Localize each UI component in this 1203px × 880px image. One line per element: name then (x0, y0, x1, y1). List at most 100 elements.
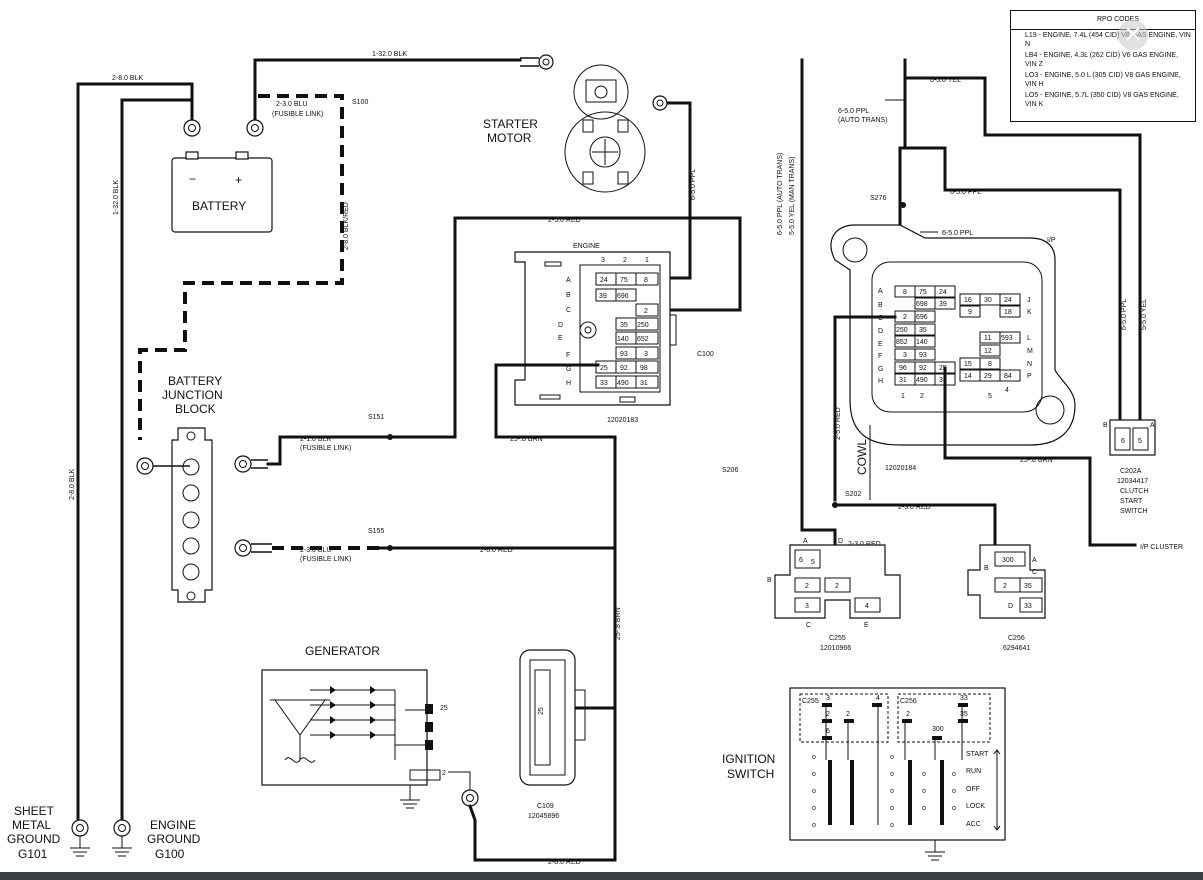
ground-icon (70, 836, 90, 857)
svg-text:16: 16 (964, 297, 972, 304)
svg-text:o: o (812, 822, 816, 829)
svg-text:o: o (890, 805, 894, 812)
svg-text:B: B (878, 302, 883, 309)
svg-text:98: 98 (640, 365, 648, 372)
svg-text:2-5.0 RED: 2-5.0 RED (548, 217, 581, 224)
svg-text:S155: S155 (368, 528, 384, 535)
svg-text:RUN: RUN (966, 768, 981, 775)
svg-text:25: 25 (939, 365, 947, 372)
svg-text:6-5.0 PPL: 6-5.0 PPL (950, 189, 981, 196)
svg-text:o: o (890, 754, 894, 761)
svg-text:2: 2 (442, 770, 446, 777)
svg-text:−: − (189, 172, 196, 186)
svg-text:C109: C109 (537, 803, 554, 810)
svg-text:8: 8 (903, 289, 907, 296)
svg-text:6: 6 (799, 557, 803, 564)
svg-text:33: 33 (600, 380, 608, 387)
svg-text:o: o (890, 771, 894, 778)
svg-text:(FUSIBLE LINK): (FUSIBLE LINK) (300, 556, 351, 563)
svg-text:250: 250 (896, 327, 908, 334)
close-icon[interactable]: ✕ (1118, 20, 1148, 50)
svg-text:GROUND: GROUND (7, 832, 61, 846)
svg-text:14: 14 (964, 373, 972, 380)
svg-text:C: C (566, 307, 571, 314)
svg-text:E: E (558, 335, 563, 342)
svg-text:92: 92 (620, 365, 628, 372)
svg-text:2: 2 (644, 308, 648, 315)
starter-motor: STARTER MOTOR 6-5.0 PPL (483, 64, 697, 280)
svg-text:4: 4 (876, 695, 880, 702)
svg-text:96: 96 (899, 365, 907, 372)
svg-text:3: 3 (805, 603, 809, 610)
svg-text:B: B (767, 577, 772, 584)
svg-text:25: 25 (538, 707, 545, 715)
svg-text:B: B (566, 292, 571, 299)
svg-text:2-1.0 BLK: 2-1.0 BLK (300, 436, 331, 443)
wire-label: 2-8.0 BLK (69, 469, 76, 500)
ring-terminal (113, 819, 131, 837)
svg-text:A: A (1150, 422, 1155, 429)
svg-text:LOCK: LOCK (966, 803, 985, 810)
battery-box (171, 157, 273, 233)
svg-text:8: 8 (988, 361, 992, 368)
svg-text:5-5.0 YEL (MAN TRANS): 5-5.0 YEL (MAN TRANS) (789, 157, 796, 235)
svg-text:C256: C256 (900, 698, 917, 705)
svg-text:STARTER: STARTER (483, 117, 538, 131)
svg-text:9: 9 (968, 309, 972, 316)
svg-text:33: 33 (960, 695, 968, 702)
svg-text:25-.8 BRN: 25-.8 BRN (510, 436, 543, 443)
svg-text:o: o (890, 788, 894, 795)
svg-text:G: G (878, 366, 883, 373)
svg-text:25-.8 BRN: 25-.8 BRN (615, 607, 622, 640)
svg-text:31: 31 (640, 380, 648, 387)
svg-text:6-5.0 PPL: 6-5.0 PPL (1121, 299, 1128, 330)
svg-text:J: J (1027, 297, 1031, 304)
svg-text:A: A (803, 538, 808, 545)
ground-icon (925, 840, 945, 861)
svg-text:24: 24 (1004, 297, 1012, 304)
svg-text:L: L (1027, 335, 1031, 342)
svg-text:696: 696 (916, 314, 928, 321)
svg-text:K: K (1027, 309, 1032, 316)
svg-text:SWITCH: SWITCH (727, 767, 774, 781)
svg-text:ENGINE: ENGINE (573, 243, 600, 250)
svg-text:3: 3 (826, 695, 830, 702)
ip-connector: 6-5.0 PPL (AUTO TRANS) 5-5.0 YEL (MAN TR… (777, 58, 1183, 582)
ring-terminal (461, 789, 479, 807)
svg-text:C: C (1032, 569, 1037, 576)
svg-text:593: 593 (1001, 335, 1013, 342)
svg-text:BATTERY: BATTERY (168, 374, 222, 388)
svg-text:490: 490 (617, 380, 629, 387)
svg-text:S202: S202 (845, 491, 861, 498)
svg-text:93: 93 (919, 352, 927, 359)
svg-text:35: 35 (960, 711, 968, 718)
svg-text:o: o (812, 805, 816, 812)
svg-text:6: 6 (826, 728, 830, 735)
svg-text:4: 4 (1005, 387, 1009, 394)
battery-junction-block: BATTERY JUNCTION BLOCK 2-1.0 BLK (FUSIBL… (136, 216, 742, 603)
svg-text:39: 39 (939, 301, 947, 308)
svg-text:1: 1 (901, 393, 905, 400)
wire-label: 1-32.0 BLK (372, 51, 407, 58)
ring-terminal (246, 119, 264, 137)
svg-text:250: 250 (637, 322, 649, 329)
svg-text:C202A: C202A (1120, 468, 1142, 475)
svg-text:JUNCTION: JUNCTION (162, 388, 223, 402)
svg-text:6-5.0 YEL: 6-5.0 YEL (930, 77, 961, 84)
svg-text:5: 5 (988, 393, 992, 400)
svg-text:25: 25 (440, 705, 448, 712)
svg-text:H: H (878, 378, 883, 385)
svg-text:(AUTO TRANS): (AUTO TRANS) (838, 117, 888, 124)
ring-terminal (538, 54, 554, 70)
svg-text:2: 2 (1003, 583, 1007, 590)
wire-label: 2-3.0 BLU (276, 101, 308, 108)
ring-terminal (183, 119, 201, 137)
svg-text:39: 39 (599, 293, 607, 300)
svg-text:6-5.0 PPL: 6-5.0 PPL (690, 169, 697, 200)
svg-text:C100: C100 (697, 351, 714, 358)
svg-text:o: o (890, 822, 894, 829)
svg-text:D: D (558, 322, 563, 329)
svg-text:GENERATOR: GENERATOR (305, 644, 380, 658)
svg-text:6-5.0 PPL: 6-5.0 PPL (838, 108, 869, 115)
